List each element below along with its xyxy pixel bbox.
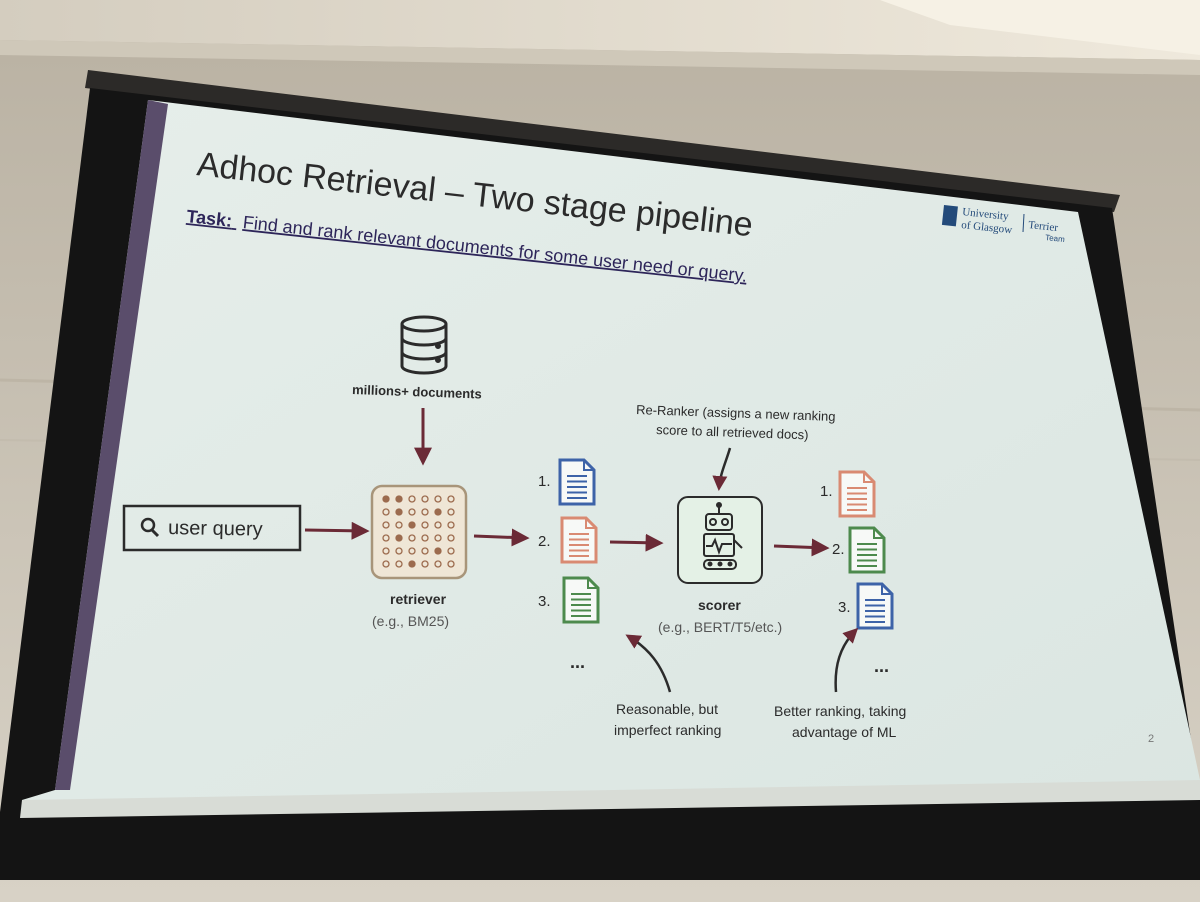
list2-rank-3: 3. <box>838 599 851 616</box>
retriever-dot <box>447 521 455 529</box>
list1-rank-2: 2. <box>538 533 551 550</box>
retriever-dot <box>408 521 416 529</box>
retriever-dot <box>447 534 455 542</box>
retriever-dot <box>408 508 416 516</box>
list2-rank-1: 1. <box>820 483 833 500</box>
retriever-dot <box>434 495 442 503</box>
arrow-retriever-to-list <box>473 528 530 547</box>
query-label: user query <box>168 517 263 541</box>
retriever-dot <box>395 495 403 503</box>
scorer-label: scorer <box>698 597 741 613</box>
list2-document-icon-1 <box>838 470 876 518</box>
retriever-dot <box>382 495 390 503</box>
retriever-dot <box>447 508 455 516</box>
retriever-label: retriever <box>390 591 447 607</box>
retriever-dot <box>382 560 390 568</box>
retriever-dot <box>421 547 429 555</box>
reranker-note-line2: score to all retrieved docs) <box>656 422 809 442</box>
retriever-dot <box>408 560 416 568</box>
reranker-note-line1: Re-Ranker (assigns a new ranking <box>636 402 836 424</box>
logo-terrier: Terrier <box>1028 219 1059 234</box>
list2-document-icon-3 <box>856 582 894 630</box>
note-left-arrow <box>625 634 672 693</box>
retriever-dot <box>395 547 403 555</box>
list1-document-icon-2 <box>560 516 598 564</box>
slide-left-edge <box>55 100 168 790</box>
list2-document-icon-2 <box>848 526 886 574</box>
retriever-example: (e.g., BM25) <box>372 613 449 629</box>
retriever-dot <box>434 508 442 516</box>
list1-document-icon-3 <box>562 576 600 624</box>
list2-ellipsis: ... <box>874 656 889 676</box>
retriever-dot <box>421 495 429 503</box>
retriever-dot <box>434 547 442 555</box>
note-right-line1: Better ranking, taking <box>774 703 906 719</box>
light-patch <box>880 0 1200 55</box>
retriever-dot <box>434 534 442 542</box>
arrow-query-to-retriever <box>304 521 370 540</box>
retriever-dot <box>382 534 390 542</box>
page-number: 2 <box>1148 733 1154 745</box>
retriever-dot <box>408 495 416 503</box>
search-icon <box>140 517 156 533</box>
scorer-box <box>677 496 763 584</box>
screen-surface <box>22 100 1200 800</box>
note-right-line2: advantage of ML <box>792 724 897 740</box>
retriever-dot <box>395 521 403 529</box>
retriever-dot <box>395 560 403 568</box>
retriever-dot <box>395 534 403 542</box>
task-label: Task: <box>186 206 234 231</box>
screen-bottom-strip <box>20 780 1200 818</box>
retriever-dot <box>421 534 429 542</box>
database-icon <box>400 315 448 375</box>
note-left-line1: Reasonable, but <box>616 701 718 717</box>
retriever-dot <box>434 560 442 568</box>
robot-icon <box>703 502 743 570</box>
retriever-dot <box>421 508 429 516</box>
retriever-dot <box>408 547 416 555</box>
logo-team: Team <box>1045 233 1066 244</box>
screen-housing <box>85 70 1120 212</box>
list1-document-icon-1 <box>558 458 596 506</box>
retriever-dot <box>382 508 390 516</box>
university-logo: University of Glasgow Terrier Team <box>941 205 1066 244</box>
retriever-dot <box>434 521 442 529</box>
retriever-dot-grid <box>382 495 455 568</box>
arrow-scorer-to-list <box>773 538 830 557</box>
retriever-dot <box>447 547 455 555</box>
list2-rank-2: 2. <box>832 541 845 558</box>
logo-glasgow: of Glasgow <box>961 219 1013 236</box>
retriever-box <box>370 484 468 580</box>
note-right-arrow <box>834 627 859 693</box>
list1-ellipsis: ... <box>570 652 585 672</box>
retriever-dot <box>447 495 455 503</box>
reranker-note-arrow <box>712 447 732 491</box>
retriever-dot <box>421 521 429 529</box>
scorer-example: (e.g., BERT/T5/etc.) <box>658 619 782 635</box>
retriever-dot <box>382 521 390 529</box>
user-query-box: user query <box>122 504 302 552</box>
logo-university: University <box>962 206 1010 223</box>
documents-label: millions+ documents <box>352 382 482 402</box>
ceiling-edge <box>0 40 1200 75</box>
retriever-dot <box>421 560 429 568</box>
retriever-dot <box>395 508 403 516</box>
retriever-dot <box>408 534 416 542</box>
crest-icon <box>941 205 958 227</box>
note-left-line2: imperfect ranking <box>614 722 721 738</box>
arrow-list-to-scorer <box>609 533 664 552</box>
list1-rank-3: 3. <box>538 593 551 610</box>
list1-rank-1: 1. <box>538 473 551 490</box>
retriever-dot <box>447 560 455 568</box>
retriever-dot <box>382 547 390 555</box>
